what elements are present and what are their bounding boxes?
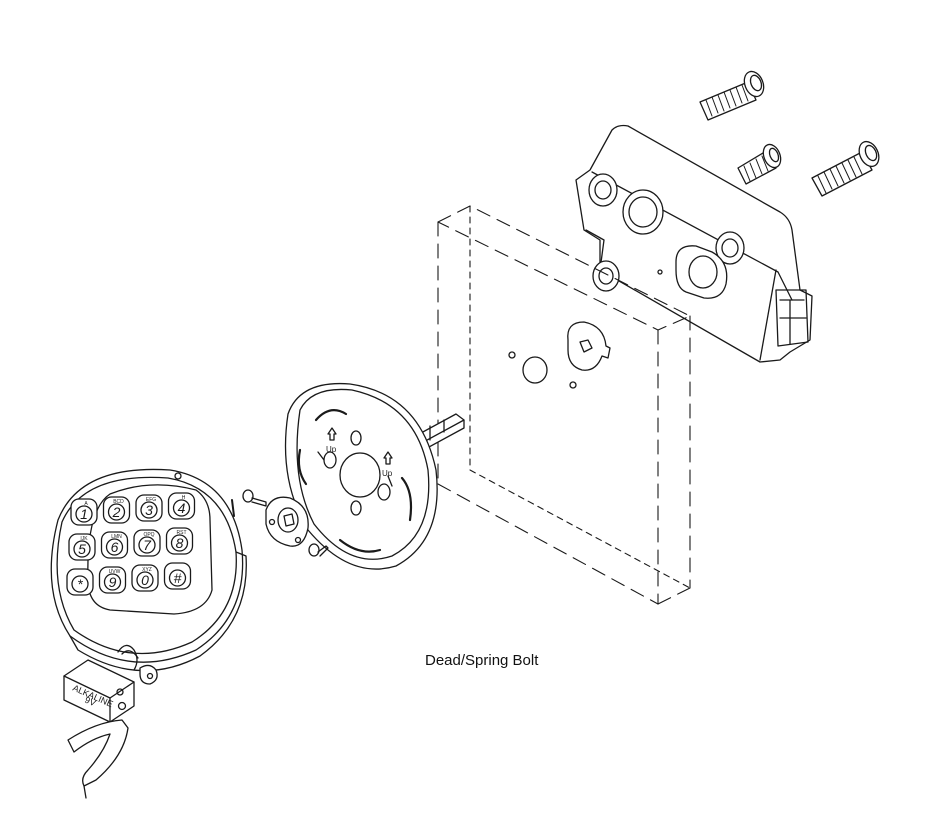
mounting-screw-2	[737, 143, 782, 185]
up-marker-1: Up	[326, 427, 337, 454]
key-digit: 2	[112, 504, 121, 520]
battery-cover	[67, 719, 129, 799]
retainer-screw-2	[308, 543, 329, 557]
key-letters: IJK	[80, 536, 88, 542]
cam-washer	[567, 321, 611, 371]
mounting-screw-3	[811, 140, 880, 197]
key-letters: XYZ	[142, 567, 152, 573]
up-label-1: Up	[326, 445, 337, 454]
up-label-2: Up	[382, 469, 393, 478]
key-letters: UVW	[109, 569, 121, 575]
key-digit: 9	[109, 574, 117, 590]
spindle-retainer	[265, 496, 309, 547]
key-digit: 8	[176, 535, 184, 551]
retainer-screw-1	[242, 489, 267, 507]
mounting-plate	[284, 382, 438, 570]
key-letters: EFG	[146, 497, 156, 503]
battery-9v: ALKALINE 9V	[63, 659, 135, 723]
key-digit: 3	[145, 502, 153, 518]
door-panel	[437, 205, 691, 605]
key-letters: A	[84, 501, 88, 507]
up-marker-2: Up	[382, 451, 393, 478]
key-letters: H	[182, 495, 186, 501]
key-digit: 4	[178, 500, 186, 516]
lock-body	[575, 124, 813, 363]
key-1[interactable]: 1A	[70, 498, 98, 526]
door-holes	[508, 351, 577, 389]
battery-label-line2: 9V	[83, 695, 97, 709]
key-letters: OPQ	[143, 532, 154, 538]
key-hash[interactable]: #	[163, 562, 192, 590]
diagram-caption: Dead/Spring Bolt	[425, 652, 539, 669]
key-letters: LMN	[111, 534, 122, 540]
key-letters: RST	[177, 530, 187, 536]
key-digit: #	[174, 570, 182, 586]
key-letters: BCD	[113, 499, 124, 505]
key-digit: *	[77, 576, 83, 592]
key-digit: 5	[78, 541, 86, 557]
key-digit: 1	[80, 506, 88, 522]
key-4[interactable]: 4H	[167, 492, 196, 520]
key-digit: 7	[143, 537, 152, 553]
mounting-screw-1	[699, 70, 765, 121]
battery-leads	[117, 644, 158, 685]
key-digit: 6	[111, 539, 119, 555]
key-star[interactable]: *	[66, 568, 94, 596]
key-digit: 0	[141, 572, 149, 588]
